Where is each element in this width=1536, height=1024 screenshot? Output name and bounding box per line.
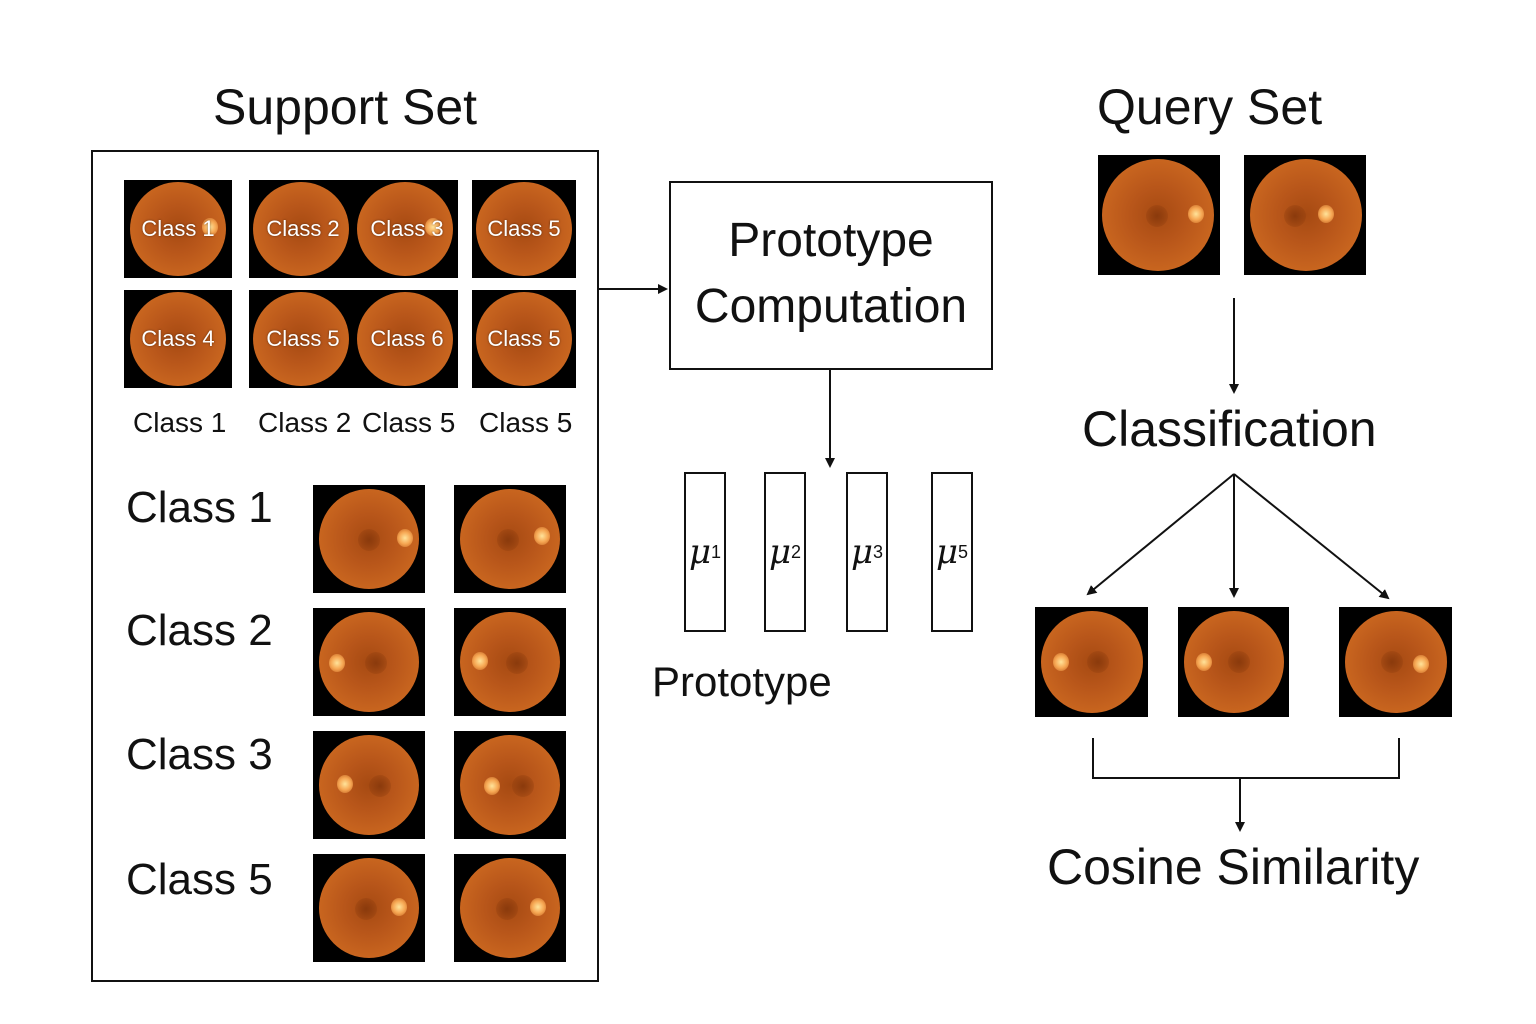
column-label: Class 5 <box>362 407 456 438</box>
prototype-label: Prototype <box>652 658 832 705</box>
column-label: Class 2 <box>258 407 352 438</box>
support-tile-5: Class 5 Class 6 <box>249 290 458 388</box>
fundus-image <box>454 608 566 716</box>
tile-label: Class 5 <box>487 326 561 351</box>
row-label: Class 5 <box>126 855 273 904</box>
tile-label: Class 2 <box>266 216 340 241</box>
prototype-computation-box: Prototype Computation <box>669 181 993 370</box>
similarity-bracket <box>1092 738 1400 779</box>
support-set-title: Support Set <box>213 79 478 135</box>
arrow-classification-right <box>1233 473 1390 600</box>
tile-label: Class 3 <box>370 216 444 241</box>
fundus-image <box>454 854 566 962</box>
support-tile-6: Class 5 <box>472 290 576 388</box>
prototype-computation-line1: Prototype <box>728 214 934 267</box>
row-label: Class 2 <box>126 606 273 655</box>
fundus-image <box>313 485 425 593</box>
query-image <box>1244 155 1366 275</box>
query-image <box>1098 155 1220 275</box>
column-label: Class 1 <box>133 407 227 438</box>
classified-image <box>1178 607 1289 717</box>
row-label: Class 1 <box>126 483 273 532</box>
support-tile-2: Class 2 Class 3 <box>249 180 458 278</box>
support-tile-4: Class 4 <box>124 290 232 388</box>
column-label: Class 5 <box>479 407 573 438</box>
fundus-image <box>313 731 425 839</box>
support-tile-1: Class 1 <box>124 180 232 278</box>
tile-label: Class 5 <box>487 216 561 241</box>
fundus-image <box>454 485 566 593</box>
fundus-image <box>313 608 425 716</box>
arrow-classification-left <box>1086 473 1235 596</box>
cosine-similarity-label: Cosine Similarity <box>1047 839 1420 895</box>
query-set-title: Query Set <box>1097 79 1323 135</box>
tile-label: Class 4 <box>141 326 215 351</box>
support-tile-3: Class 5 <box>472 180 576 278</box>
row-label: Class 3 <box>126 730 273 779</box>
fundus-image <box>454 731 566 839</box>
fundus-image <box>313 854 425 962</box>
tile-label: Class 6 <box>370 326 444 351</box>
tile-label: Class 1 <box>141 216 215 241</box>
classified-image <box>1339 607 1452 717</box>
prototype-computation-line2: Computation <box>694 280 968 333</box>
tile-label: Class 5 <box>266 326 340 351</box>
classification-label: Classification <box>1082 401 1377 457</box>
classified-image <box>1035 607 1148 717</box>
